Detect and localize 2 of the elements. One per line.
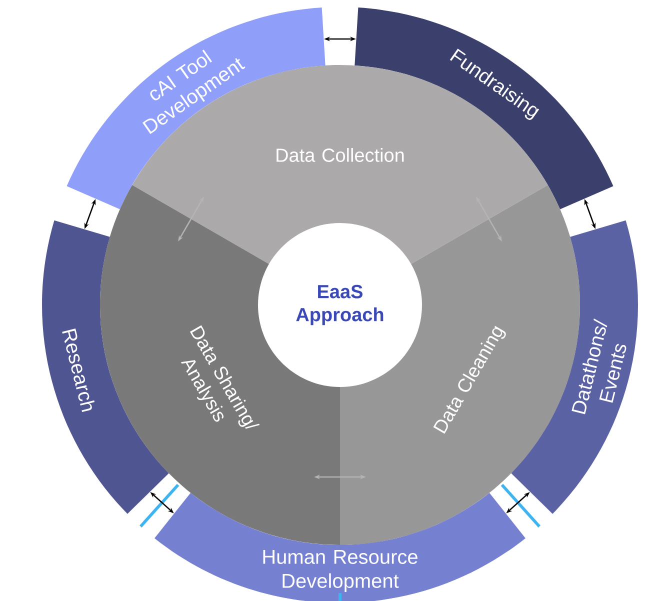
ring-segment: Human Resource Development [154,492,526,601]
ring-segment: Research [42,220,169,514]
